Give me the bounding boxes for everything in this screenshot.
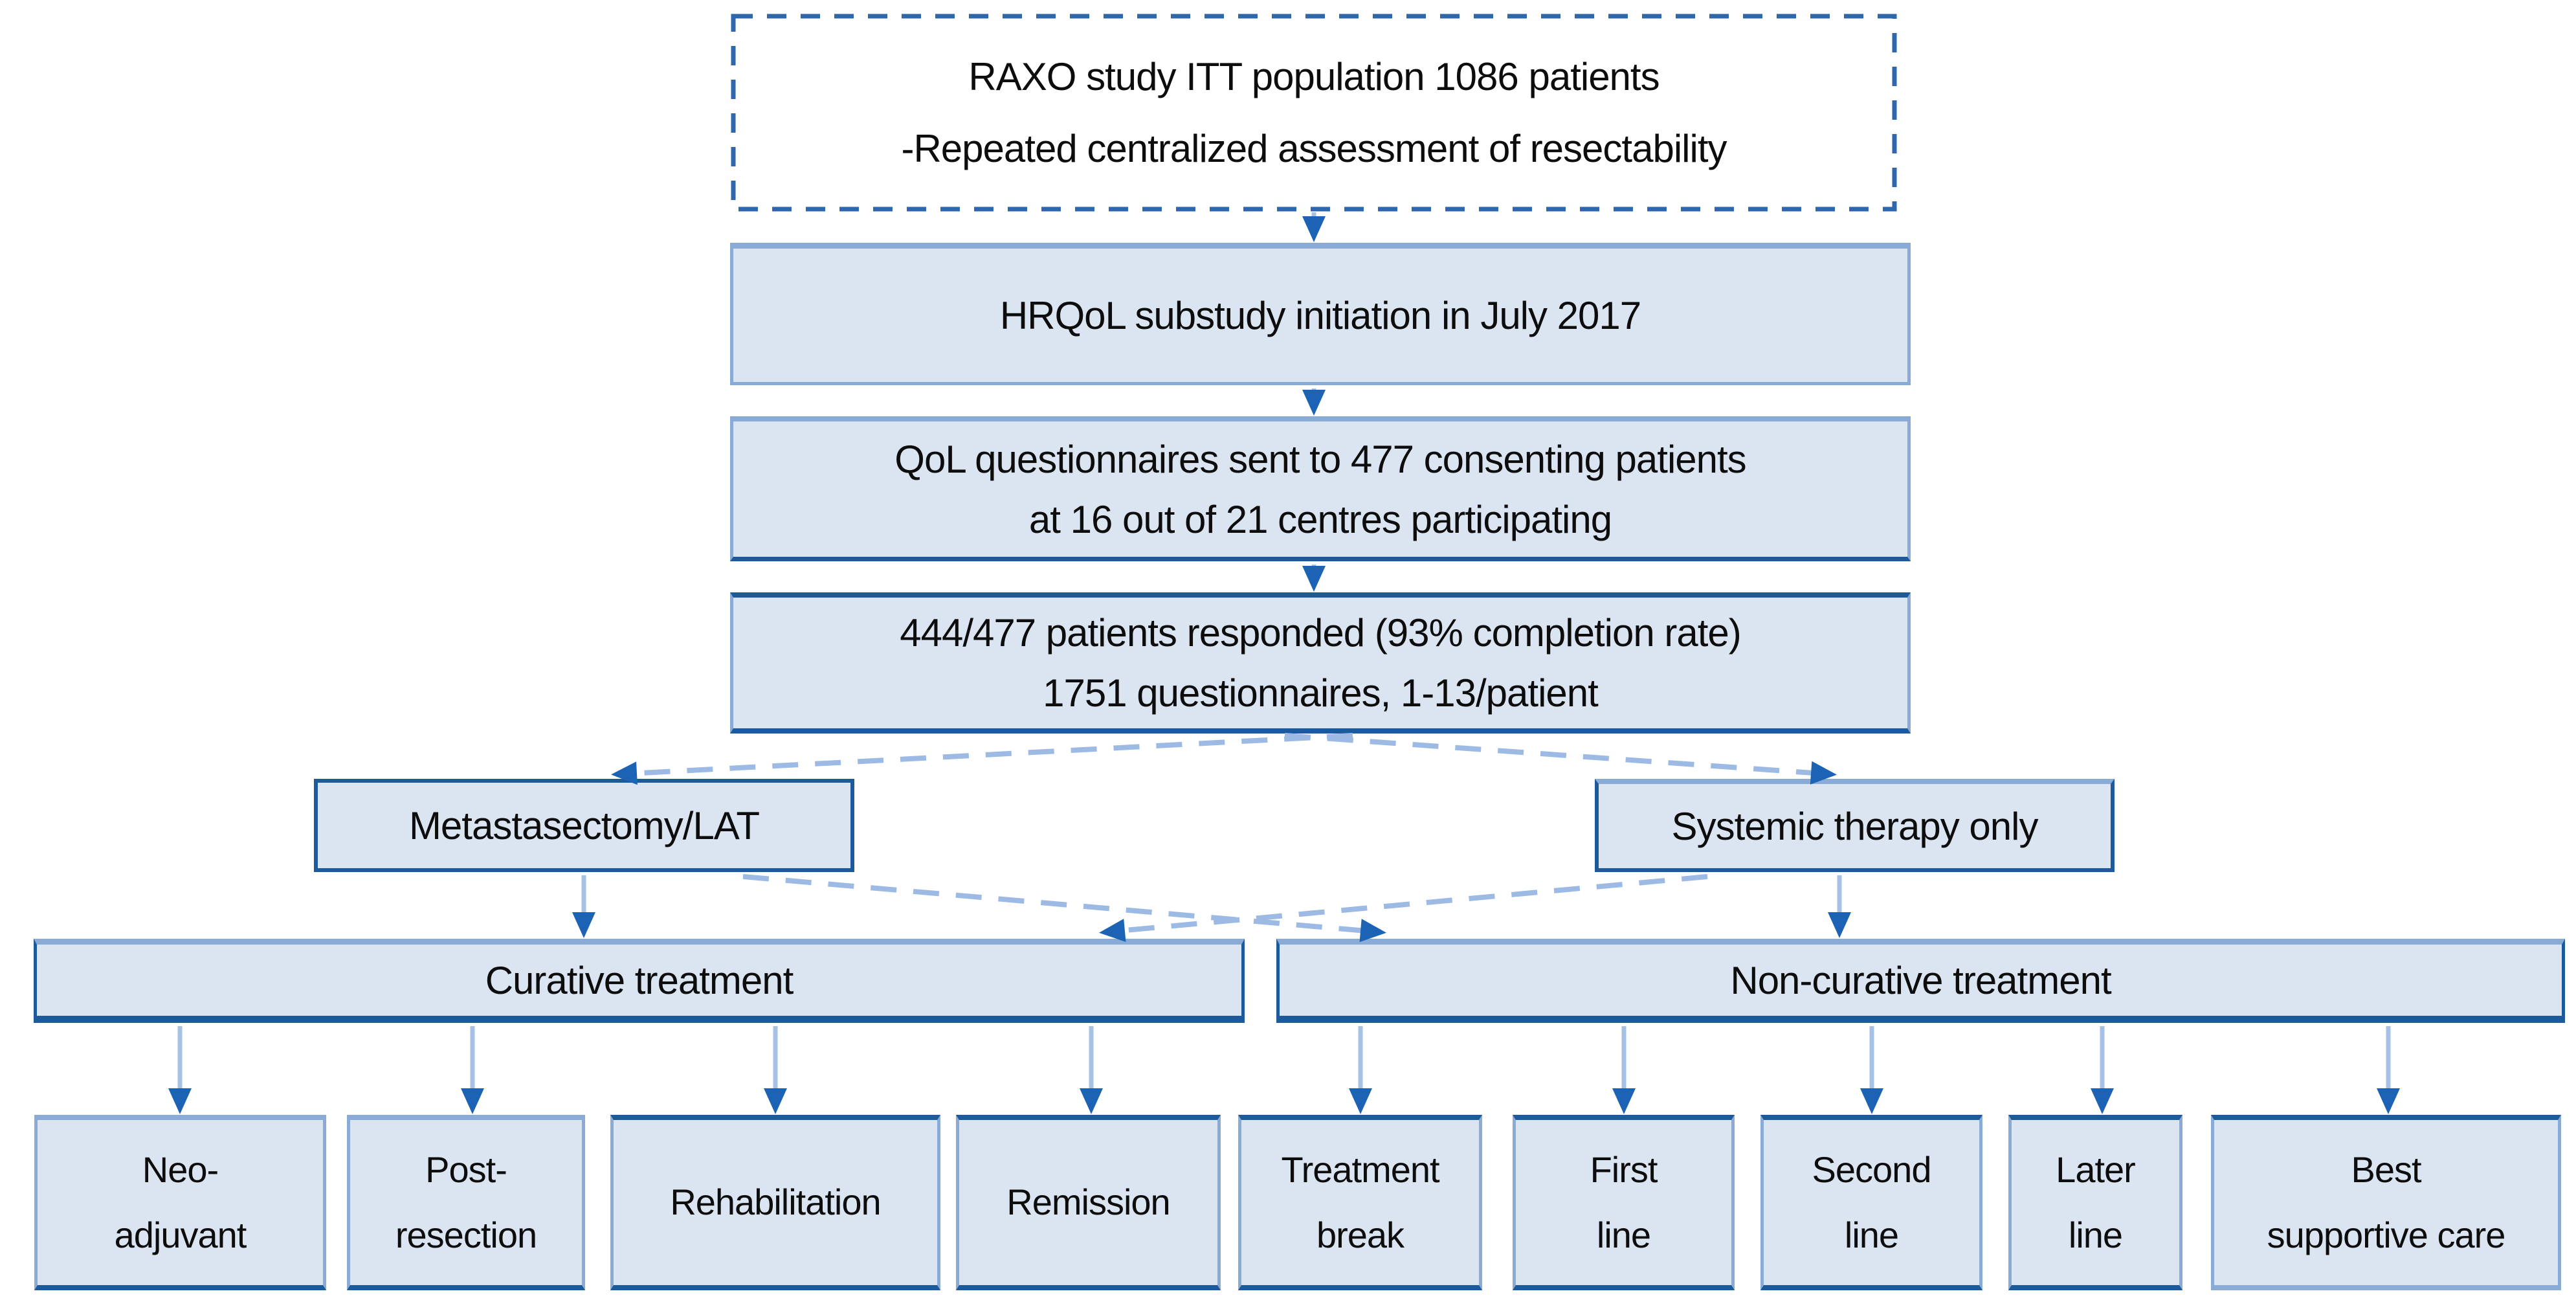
node-label: First line — [1590, 1149, 1658, 1255]
node-first-line: First line — [1513, 1115, 1735, 1290]
node-label: Remission — [1006, 1182, 1170, 1223]
connector-responded-systemic — [1284, 733, 1837, 785]
node-neo-adjuvant: Neo- adjuvant — [34, 1115, 326, 1290]
node-curative-treatment: Curative treatment — [34, 939, 1245, 1023]
node-label: 444/477 patients responded (93% completi… — [900, 611, 1742, 715]
node-later-line: Later line — [2008, 1115, 2182, 1290]
node-label: Systemic therapy only — [1671, 804, 2039, 848]
node-label: RAXO study ITT population 1086 patients … — [901, 55, 1727, 170]
node-remission: Remission — [956, 1115, 1221, 1290]
node-label: QoL questionnaires sent to 477 consentin… — [894, 437, 1746, 541]
node-label: Non-curative treatment — [1730, 958, 2111, 1002]
node-label: Rehabilitation — [670, 1182, 881, 1223]
connector-metastasectomy-noncurative — [742, 874, 1386, 943]
node-label: Curative treatment — [485, 958, 794, 1002]
node-second-line: Second line — [1760, 1115, 1982, 1290]
node-label: Post- resection — [395, 1149, 537, 1255]
connector-responded-metastasectomy — [611, 733, 1353, 785]
node-label: HRQoL substudy initiation in July 2017 — [999, 293, 1641, 337]
node-systemic-therapy-only: Systemic therapy only — [1595, 779, 2115, 872]
node-label: Second line — [1812, 1149, 1932, 1255]
node-qol-questionnaires-sent: QoL questionnaires sent to 477 consentin… — [730, 416, 1911, 561]
connector-systemic-curative — [1099, 874, 1708, 942]
node-hrqol-initiation: HRQoL substudy initiation in July 2017 — [730, 243, 1911, 385]
node-label: Neo- adjuvant — [114, 1149, 247, 1255]
node-raxo-itt-population: RAXO study ITT population 1086 patients … — [733, 16, 1894, 209]
node-rehabilitation: Rehabilitation — [610, 1115, 940, 1290]
node-label: Later line — [2056, 1149, 2136, 1255]
node-post-resection: Post- resection — [347, 1115, 585, 1290]
node-treatment-break: Treatment break — [1238, 1115, 1482, 1290]
node-metastasectomy-lat: Metastasectomy/LAT — [314, 779, 854, 872]
node-best-supportive-care: Best supportive care — [2211, 1115, 2561, 1290]
node-label: Metastasectomy/LAT — [408, 803, 760, 847]
node-non-curative-treatment: Non-curative treatment — [1276, 939, 2565, 1023]
node-label: Treatment break — [1281, 1149, 1439, 1255]
node-patients-responded: 444/477 patients responded (93% completi… — [730, 592, 1911, 734]
node-label: Best supportive care — [2267, 1149, 2506, 1255]
